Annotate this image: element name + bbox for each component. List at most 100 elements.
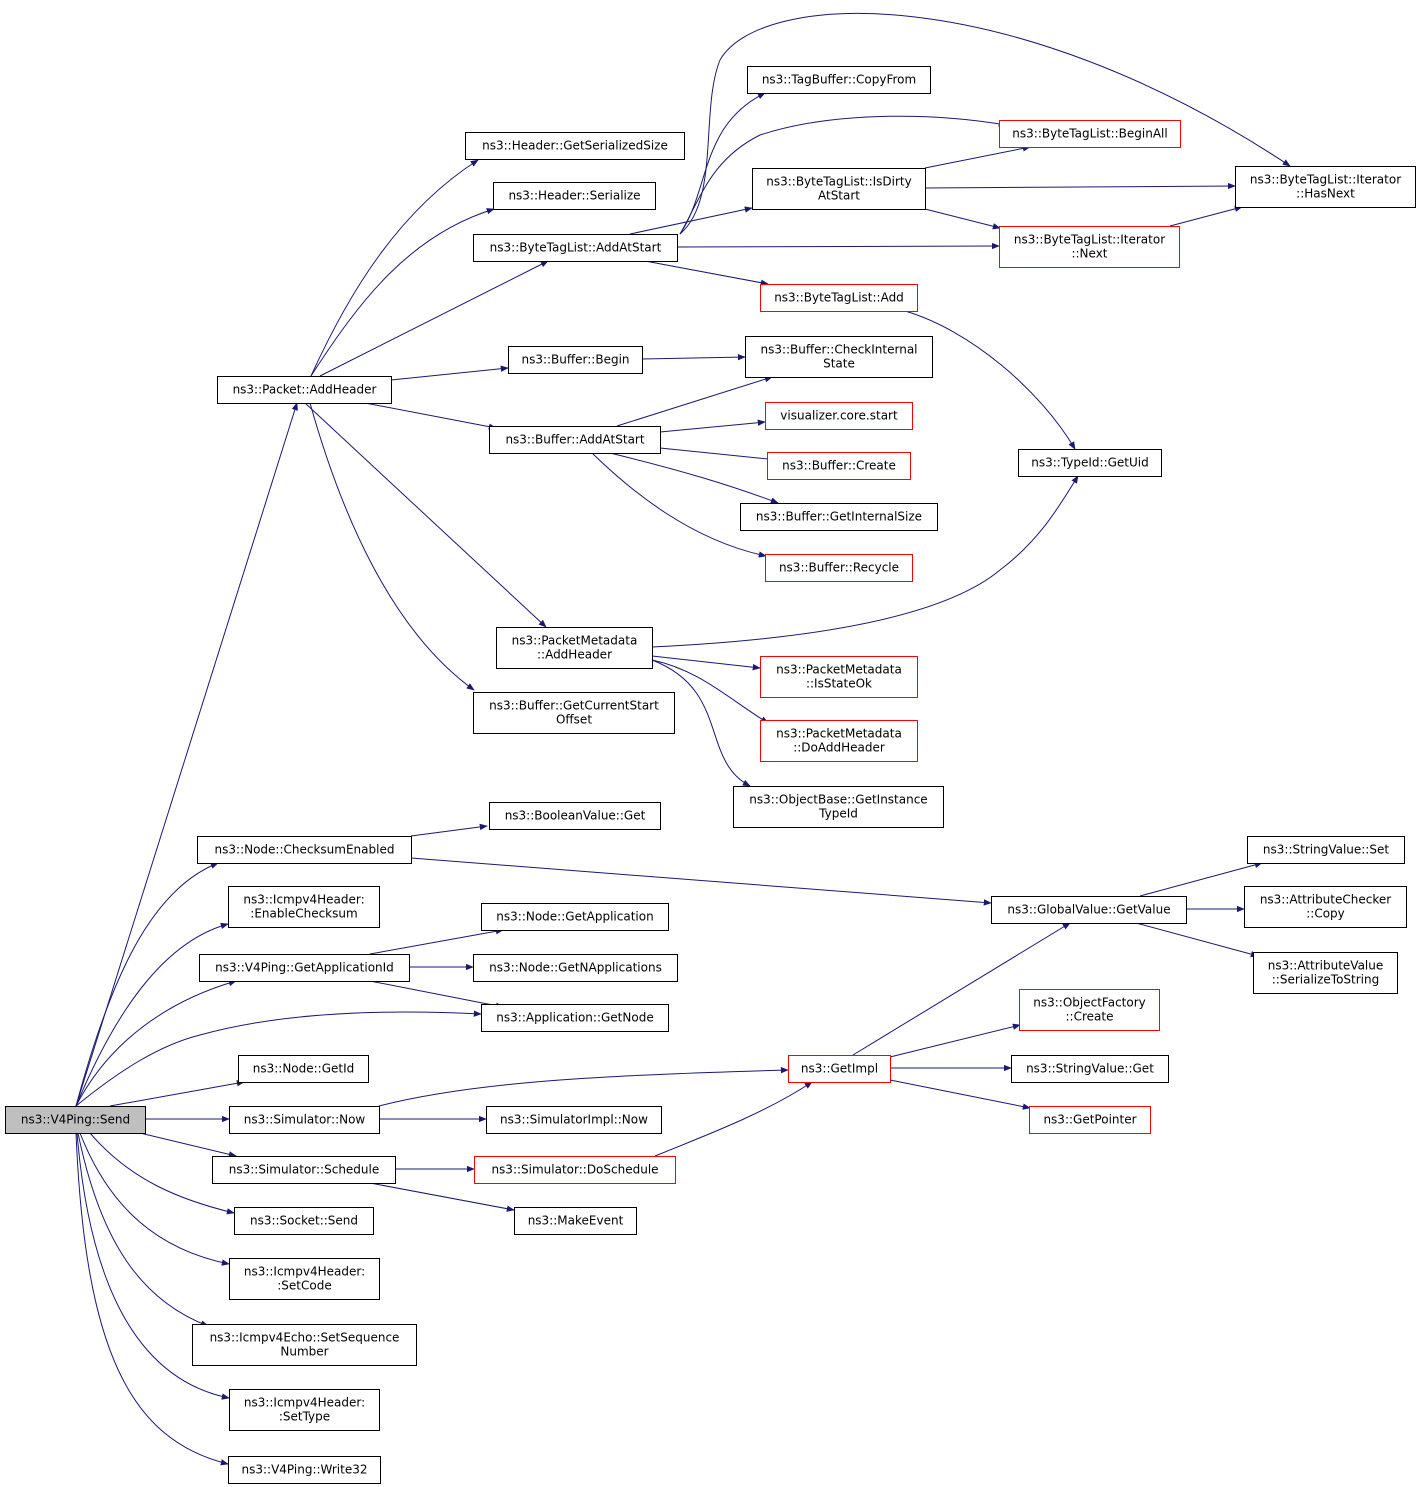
node-label: ns3::Simulator::Now (244, 1113, 366, 1127)
node-box (238, 1055, 369, 1083)
node-bool_get[interactable]: ns3::BooleanValue::Get (489, 802, 661, 830)
node-getimpl[interactable]: ns3::GetImpl (788, 1055, 891, 1083)
node-buf_create[interactable]: ns3::Buffer::Create (767, 452, 911, 480)
node-icmp_settype[interactable]: ns3::Icmpv4Header::SetType (229, 1389, 380, 1431)
node-buf_getintsize[interactable]: ns3::Buffer::GetInternalSize (740, 503, 938, 531)
node-box (481, 903, 669, 931)
edge-pm_addheader-to-typeid_getuid (651, 475, 1079, 648)
node-btl_addatstart[interactable]: ns3::ByteTagList::AddAtStart (473, 234, 678, 262)
node-addheader[interactable]: ns3::Packet::AddHeader (217, 376, 392, 404)
edge-node_checksum-to-gv_getvalue (410, 857, 992, 906)
node-box (760, 284, 918, 312)
edge-send-to-node_getid (109, 1080, 245, 1107)
node-send[interactable]: ns3::V4Ping::Send (5, 1106, 146, 1134)
node-label: ns3::Simulator::DoSchedule (491, 1163, 658, 1177)
node-v4_getappid[interactable]: ns3::V4Ping::GetApplicationId (199, 954, 410, 982)
node-label: ::SerializeToString (1272, 973, 1380, 987)
node-pm_doaddheader[interactable]: ns3::PacketMetadata::DoAddHeader (760, 720, 918, 762)
node-typeid_getuid[interactable]: ns3::TypeId::GetUid (1018, 449, 1162, 477)
node-sim_now[interactable]: ns3::Simulator::Now (229, 1106, 380, 1134)
edge-send-to-v4_write32 (75, 1132, 229, 1466)
node-box (999, 226, 1180, 268)
node-makeevent[interactable]: ns3::MakeEvent (514, 1207, 637, 1235)
edge-btl_addatstart-to-btl_it_hasnext (679, 13, 1291, 235)
node-getsersize[interactable]: ns3::Header::GetSerializedSize (465, 132, 685, 160)
node-label: ns3::Icmpv4Header: (244, 1396, 365, 1410)
node-node_getid[interactable]: ns3::Node::GetId (238, 1055, 369, 1083)
node-icmp_enablecs[interactable]: ns3::Icmpv4Header::EnableChecksum (228, 886, 380, 928)
node-box (760, 656, 918, 698)
node-box (1253, 952, 1398, 994)
node-label: ns3::Buffer::AddAtStart (505, 433, 644, 447)
node-box (765, 402, 913, 430)
node-box (1235, 166, 1416, 208)
node-icmp_setcode[interactable]: ns3::Icmpv4Header::SetCode (229, 1258, 380, 1300)
node-box (217, 376, 392, 404)
node-attrchk_copy[interactable]: ns3::AttributeChecker::Copy (1244, 886, 1407, 928)
node-strval_get[interactable]: ns3::StringValue::Get (1011, 1055, 1169, 1083)
node-box (229, 1258, 380, 1300)
node-label: ns3::Buffer::Recycle (779, 561, 899, 575)
node-label: TypeId (818, 807, 858, 821)
node-node_getnapps[interactable]: ns3::Node::GetNApplications (473, 954, 678, 982)
node-btl_it_hasnext[interactable]: ns3::ByteTagList::Iterator::HasNext (1235, 166, 1416, 208)
edge-btl_add-to-typeid_getuid (904, 310, 1076, 450)
node-simimpl_now[interactable]: ns3::SimulatorImpl::Now (486, 1106, 662, 1134)
edge-send-to-icmp_settype (76, 1132, 230, 1400)
node-node_getapp[interactable]: ns3::Node::GetApplication (481, 903, 669, 931)
node-label: ns3::ByteTagList::AddAtStart (490, 241, 662, 255)
node-buf_recycle[interactable]: ns3::Buffer::Recycle (765, 554, 913, 582)
node-strval_set[interactable]: ns3::StringValue::Set (1247, 836, 1405, 864)
node-btl_beginall[interactable]: ns3::ByteTagList::BeginAll (999, 120, 1181, 148)
node-label: :EnableChecksum (250, 907, 357, 921)
nodes-layer: ns3::V4Ping::Sendns3::Packet::AddHeadern… (5, 66, 1416, 1484)
node-btl_add[interactable]: ns3::ByteTagList::Add (760, 284, 918, 312)
node-getpointer[interactable]: ns3::GetPointer (1029, 1106, 1151, 1134)
node-buf_begin[interactable]: ns3::Buffer::Begin (508, 346, 643, 374)
node-pm_addheader[interactable]: ns3::PacketMetadata::AddHeader (496, 627, 653, 669)
node-serialize[interactable]: ns3::Header::Serialize (493, 182, 656, 210)
edge-gv_getvalue-to-attrval_ser (1135, 922, 1259, 958)
edge-v4_getappid-to-app_getnode (369, 980, 504, 1009)
node-sim_schedule[interactable]: ns3::Simulator::Schedule (212, 1156, 396, 1184)
node-attrval_ser[interactable]: ns3::AttributeValue::SerializeToString (1253, 952, 1398, 994)
node-objfac_create[interactable]: ns3::ObjectFactory::Create (1019, 989, 1160, 1031)
edge-getimpl-to-gv_getvalue (852, 922, 1071, 1056)
node-sim_doschedule[interactable]: ns3::Simulator::DoSchedule (474, 1156, 676, 1184)
node-btl_it_next[interactable]: ns3::ByteTagList::Iterator::Next (999, 226, 1180, 268)
node-node_checksum[interactable]: ns3::Node::ChecksumEnabled (197, 836, 412, 864)
node-gv_getvalue[interactable]: ns3::GlobalValue::GetValue (991, 896, 1187, 924)
edge-btl_isdirty-to-btl_it_next (924, 208, 1001, 230)
node-box (747, 66, 931, 94)
edge-sim_doschedule-to-getimpl (654, 1081, 813, 1157)
node-label: ns3::Buffer::Begin (521, 353, 629, 367)
node-label: ns3::StringValue::Get (1026, 1062, 1154, 1076)
edge-buf_addatstart-to-buf_getintsize (609, 452, 779, 504)
node-buf_addatstart[interactable]: ns3::Buffer::AddAtStart (489, 426, 661, 454)
node-label: ns3::SimulatorImpl::Now (500, 1113, 648, 1127)
node-tagbuf_copy[interactable]: ns3::TagBuffer::CopyFrom (747, 66, 931, 94)
node-socket_send[interactable]: ns3::Socket::Send (234, 1207, 374, 1235)
edge-addheader-to-buf_addatstart (364, 402, 497, 430)
node-label: ns3::AttributeChecker (1260, 893, 1391, 907)
node-box (1019, 989, 1160, 1031)
node-vis_start[interactable]: visualizer.core.start (765, 402, 913, 430)
node-label: ::IsStateOk (806, 677, 872, 691)
edge-send-to-icmp_enablecs (75, 922, 229, 1107)
node-label: ns3::StringValue::Set (1263, 843, 1389, 857)
node-v4_write32[interactable]: ns3::V4Ping::Write32 (228, 1456, 381, 1484)
node-label: ns3::Buffer::GetInternalSize (756, 510, 922, 524)
node-label: Number (280, 1345, 328, 1359)
node-label: ns3::V4Ping::Write32 (242, 1463, 368, 1477)
node-app_getnode[interactable]: ns3::Application::GetNode (481, 1004, 669, 1032)
node-box (493, 182, 656, 210)
node-pm_isstateok[interactable]: ns3::PacketMetadata::IsStateOk (760, 656, 918, 698)
node-box (465, 132, 685, 160)
edge-gv_getvalue-to-strval_set (1139, 861, 1263, 897)
node-box (228, 886, 380, 928)
